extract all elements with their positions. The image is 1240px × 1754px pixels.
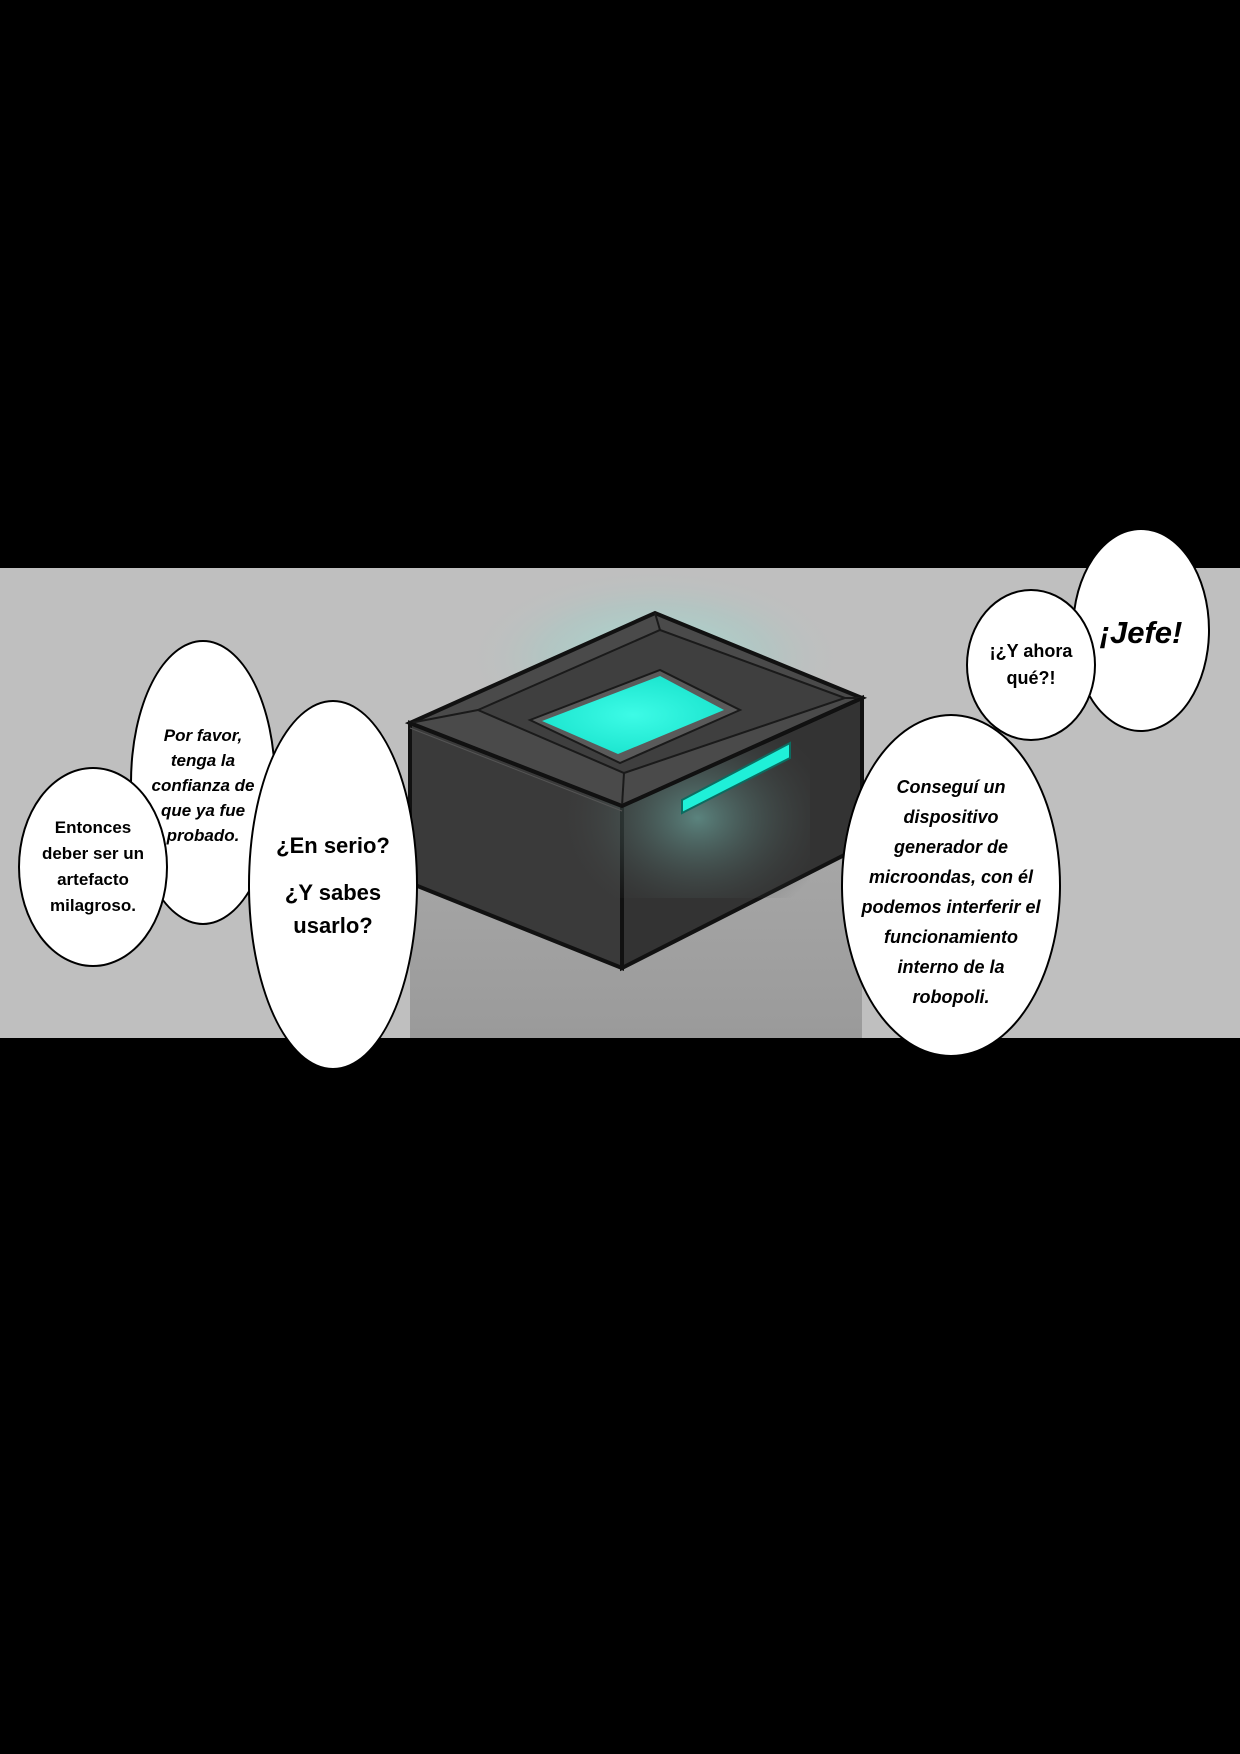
bubble-line: Entonces	[54, 818, 132, 837]
bubble-line: ¿En serio?	[276, 832, 390, 858]
bubble-line: podemos interferir el	[861, 896, 1041, 917]
bubble-line: usarlo?	[293, 912, 373, 938]
bubble-line: ¡Jefe!	[1099, 615, 1183, 650]
bubble-line: qué?!	[1006, 668, 1056, 688]
bubble-line: probado.	[166, 826, 240, 845]
bubble-line: generador de	[893, 836, 1009, 857]
bubble-line: milagroso.	[50, 896, 136, 915]
speech-bubble-entonces: Entonces deber ser un artefacto milagros…	[18, 767, 168, 967]
bubble-line: funcionamiento	[884, 926, 1018, 947]
glowing-screen	[542, 676, 724, 754]
glowing-device-illustration	[404, 568, 868, 1038]
bubble-line: ¡¿Y ahora	[989, 641, 1073, 661]
bubble-line: que ya fue	[160, 801, 246, 820]
bubble-line: tenga la	[170, 751, 236, 770]
speech-bubble-consegui: Conseguí un dispositivo generador de mic…	[841, 714, 1061, 1057]
bubble-line: Por favor,	[163, 726, 243, 745]
bubble-line: Conseguí un	[896, 776, 1006, 797]
bubble-line: dispositivo	[903, 806, 999, 827]
speech-bubble-jefe: ¡Jefe!	[1072, 528, 1210, 732]
speech-bubble-en-serio: ¿En serio? ¿Y sabes usarlo?	[248, 700, 418, 1070]
bubble-line: confianza de	[151, 776, 255, 795]
bubble-line: interno de la	[897, 956, 1005, 977]
bubble-line: artefacto	[57, 870, 129, 889]
bubble-line: robopoli.	[912, 986, 990, 1007]
speech-bubble-y-ahora: ¡¿Y ahora qué?!	[966, 589, 1096, 741]
bubble-line: microondas, con él	[868, 866, 1034, 887]
bubble-line: ¿Y sabes	[284, 879, 382, 905]
bubble-line: deber ser un	[41, 844, 145, 863]
side-light-slot	[681, 741, 791, 815]
